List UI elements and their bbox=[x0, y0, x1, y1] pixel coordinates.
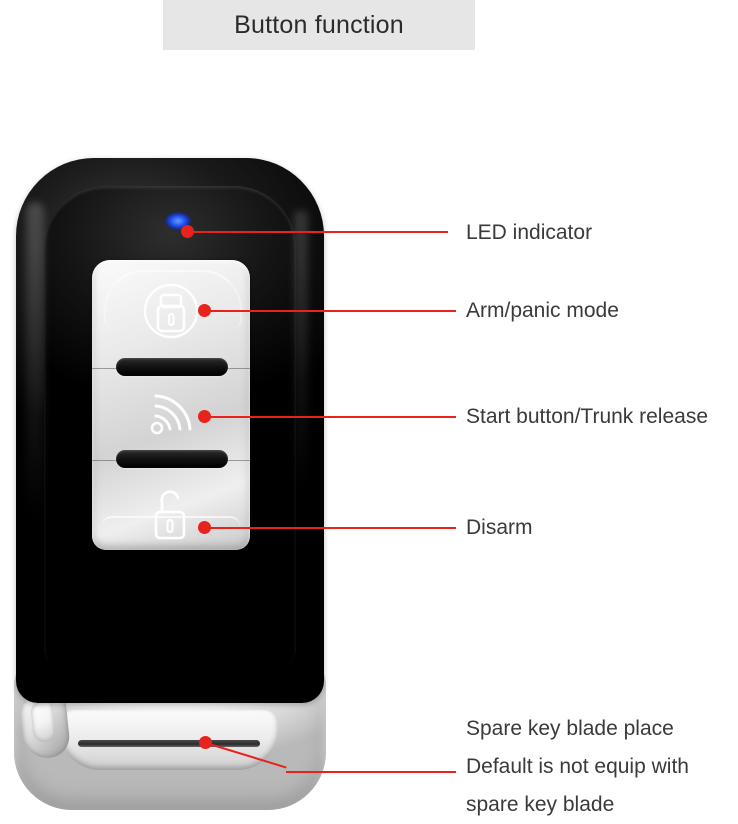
panel-bottom-lip bbox=[102, 516, 240, 540]
disarm-button[interactable] bbox=[136, 480, 206, 550]
separator-bar-upper bbox=[116, 358, 228, 376]
callout-label-blade-line2: Default is not equip with bbox=[466, 755, 689, 778]
callout-label-arm: Arm/panic mode bbox=[466, 299, 619, 322]
padlock-closed-icon bbox=[143, 283, 199, 339]
key-fob-image bbox=[8, 150, 338, 810]
callout-dot-disarm bbox=[198, 521, 211, 534]
callout-label-led: LED indicator bbox=[466, 221, 593, 244]
separator-bar-lower bbox=[116, 450, 228, 468]
page-title: Button function bbox=[234, 10, 404, 39]
callout-line-led bbox=[191, 231, 448, 233]
callout-dot-start bbox=[198, 410, 211, 423]
callout-label-start: Start button/Trunk release bbox=[466, 405, 709, 428]
start-button[interactable] bbox=[136, 378, 206, 448]
arm-button[interactable] bbox=[136, 276, 206, 346]
callout-dot-arm bbox=[198, 304, 211, 317]
callout-line-arm bbox=[208, 310, 456, 312]
callout-line-disarm bbox=[208, 527, 456, 529]
callout-dot-led bbox=[181, 225, 194, 238]
callout-dot-blade bbox=[199, 736, 212, 749]
padlock-open-icon bbox=[154, 490, 186, 540]
callout-label-disarm: Disarm bbox=[466, 516, 533, 539]
callout-line-start bbox=[208, 416, 456, 418]
callout-label-blade-line3: spare key blade bbox=[466, 793, 615, 816]
signal-waves-icon bbox=[150, 394, 192, 435]
callout-line-blade-horizontal bbox=[286, 771, 456, 773]
fob-highlight-left bbox=[26, 202, 44, 522]
fob-highlight-right bbox=[294, 210, 308, 490]
callout-label-blade-line1: Spare key blade place bbox=[466, 717, 674, 740]
key-blade-slot bbox=[78, 740, 260, 747]
header-banner: Button function bbox=[163, 0, 475, 50]
